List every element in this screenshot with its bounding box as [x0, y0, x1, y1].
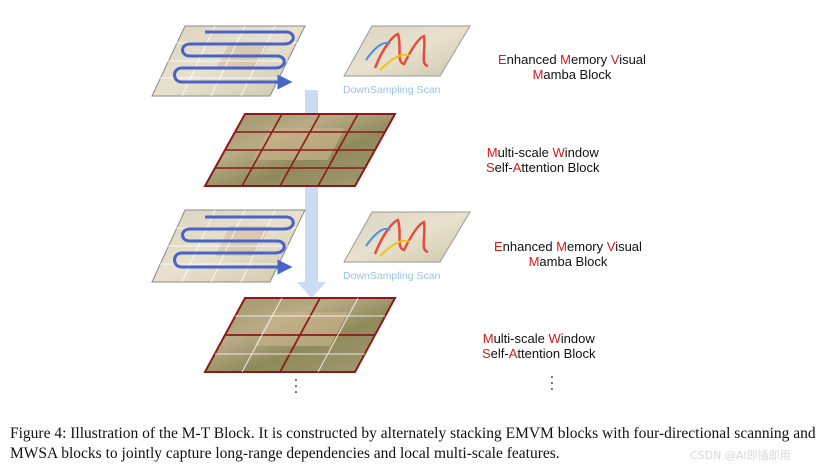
diagram-canvas [151, 25, 471, 373]
highlighted-initial: M [560, 52, 572, 67]
highlighted-initial: E [498, 52, 507, 67]
label-text: nhanced [502, 239, 557, 254]
label-text: emory [571, 52, 611, 67]
highlighted-initial: S [482, 346, 491, 361]
block-label-line-1: Enhanced Memory Visual [494, 239, 642, 254]
highlighted-initial: A [512, 160, 522, 175]
continuation-dots-right: ··· [549, 370, 555, 398]
label-text: indow [564, 145, 599, 160]
highlighted-initial: M [556, 239, 568, 254]
figure-caption: Figure 4: Illustration of the M-T Block.… [10, 425, 816, 462]
label-text: ttention Block [521, 160, 600, 175]
highlighted-initial: V [610, 52, 620, 67]
continuation-dots-left: ··· [293, 373, 299, 401]
emvm-plane-2 [151, 209, 306, 283]
diagonal-scan-icon [373, 218, 429, 255]
downsampled-scan-thumb-1 [343, 25, 471, 77]
highlighted-initial: M [482, 331, 494, 346]
label-text: amba Block [539, 254, 608, 269]
label-text: nhanced [506, 52, 561, 67]
block-label-line-2: Mamba Block [494, 254, 642, 269]
watermark: CSDN @AI即插即用 [690, 449, 791, 462]
label-text: ulti-scale [493, 331, 549, 346]
highlighted-initial: V [606, 239, 616, 254]
scan-path-icon [173, 215, 295, 275]
block-label-line-1: Enhanced Memory Visual [498, 52, 646, 67]
scan-path-icon [173, 30, 295, 90]
block-label-line-2: Self-Attention Block [486, 160, 599, 175]
highlighted-initial: W [552, 145, 565, 160]
block-label-line-1: Multi-scale Window [482, 331, 595, 346]
label-text: elf- [490, 346, 509, 361]
mwsa-plane-1 [203, 113, 397, 187]
downsampling-scan-caption-2: DownSampling Scan [343, 270, 441, 282]
block-label-line-2: Self-Attention Block [482, 346, 595, 361]
label-text: isual [619, 52, 646, 67]
highlighted-initial: S [486, 160, 495, 175]
highlighted-initial: W [548, 331, 561, 346]
label-text: elf- [494, 160, 513, 175]
highlighted-initial: M [528, 254, 540, 269]
downsampled-scan-thumb-2 [343, 211, 471, 263]
label-text: emory [567, 239, 607, 254]
mwsa-plane-2 [203, 297, 397, 373]
highlighted-initial: A [508, 346, 518, 361]
label-text: ulti-scale [497, 145, 553, 160]
highlighted-initial: M [532, 67, 544, 82]
label-text: ttention Block [517, 346, 596, 361]
label-text: indow [560, 331, 595, 346]
emvm-plane-1 [151, 25, 306, 97]
downsampling-scan-caption-1: DownSampling Scan [343, 84, 441, 96]
label-text: isual [615, 239, 642, 254]
diagonal-scan-icon [373, 32, 429, 69]
label-text: amba Block [543, 67, 612, 82]
block-label-line-1: Multi-scale Window [486, 145, 599, 160]
highlighted-initial: M [486, 145, 498, 160]
block-label-line-2: Mamba Block [498, 67, 646, 82]
highlighted-initial: E [494, 239, 503, 254]
